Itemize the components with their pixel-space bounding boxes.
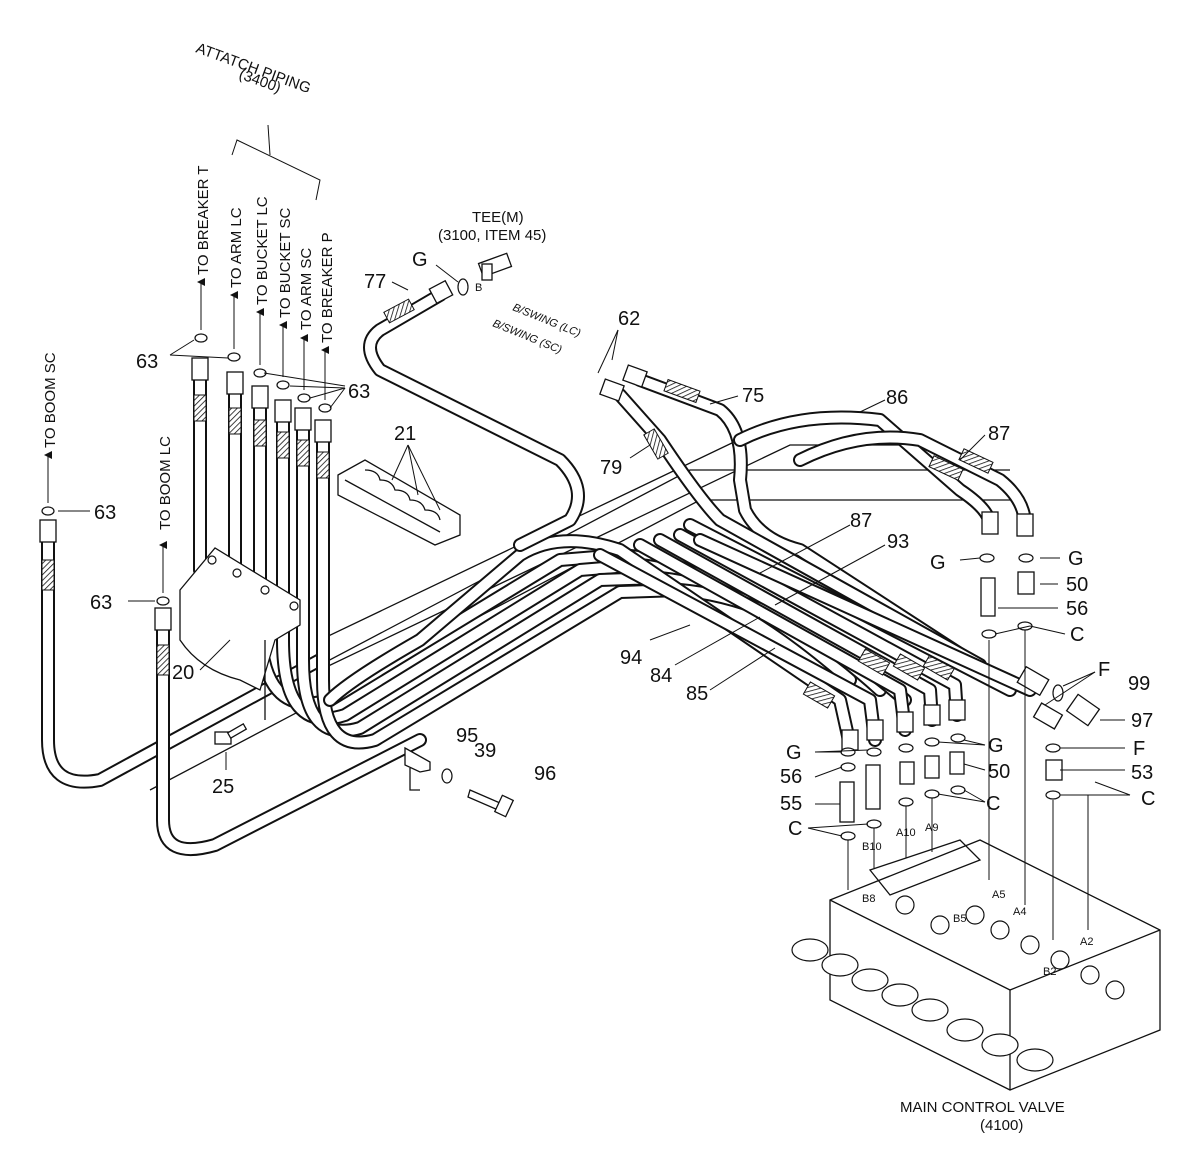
callout-55: 55 [780,793,802,815]
dest-bucket-lc: TO BUCKET LC [254,196,271,305]
mcv-ports [895,895,1125,1000]
callout-21: 21 [394,423,416,445]
callout-75: 75 [742,385,764,407]
callout-c-right: C [1070,624,1084,646]
port-labels: A10 A9 B10 B8 A5 B5 A4 A2 B2 [862,822,1093,978]
callout-c-mid-left: C [788,818,802,840]
bolt-96 [467,789,515,818]
callout-56-upper: 56 [1066,598,1088,620]
callout-39: 39 [474,740,496,762]
callout-85: 85 [686,683,708,705]
callout-96: 96 [534,763,556,785]
callout-g-left: G [930,552,946,574]
hose-group-lower [323,528,966,752]
bracket-20 [179,547,301,720]
callout-97: 97 [1131,710,1153,732]
callout-63-boom-sc: 63 [94,502,116,524]
main-control-valve [791,630,1161,1091]
callout-87-lower: 87 [850,510,872,532]
mcv-code: (4100) [980,1117,1023,1134]
callout-94: 94 [620,647,642,669]
o-rings-63 [41,333,332,606]
callout-g-tee: G [412,249,428,271]
port-a4: A4 [1013,906,1026,918]
hose-boom-lc [154,607,427,857]
port-a9: A9 [925,822,938,834]
port-a10: A10 [896,827,916,839]
callout-g-right: G [1068,548,1084,570]
attach-piping-bracket [231,124,321,201]
callout-84: 84 [650,665,672,687]
hose-77 [363,279,585,552]
tee-label: TEE(M) [472,209,524,226]
port-b2: B2 [1043,966,1056,978]
tee-ref: (3100, ITEM 45) [438,227,546,244]
callout-53: 53 [1131,762,1153,784]
callout-86: 86 [886,387,908,409]
port-a2: A2 [1080,936,1093,948]
hose-86-87 [683,410,1037,697]
callout-c-lower: C [1141,788,1155,810]
clamp-21 [337,459,461,546]
callout-77: 77 [364,271,386,293]
callout-50-upper: 50 [1066,574,1088,596]
callout-87-upper: 87 [988,423,1010,445]
port-b10: B10 [862,841,882,853]
washer-39 [441,768,453,784]
callout-20: 20 [172,662,194,684]
callout-50-mid: 50 [988,761,1010,783]
callout-f-lower: F [1133,738,1145,760]
swing-labels: B/SWING (LC) B/SWING (SC) [491,302,583,357]
callout-labels: 63 63 63 63 21 20 25 77 G 62 75 79 86 87… [90,249,1155,840]
destination-arrows [44,278,329,593]
hose-swing [599,364,1007,687]
dest-boom-sc: TO BOOM SC [42,352,59,448]
callout-g-mid-left: G [786,742,802,764]
callout-25: 25 [212,776,234,798]
pin-95 [404,746,431,791]
tee-port: B [475,282,482,294]
hose-boom-sc [39,519,327,789]
dest-breaker-p: TO BREAKER P [319,232,336,343]
dest-arm-sc: TO ARM SC [298,248,315,330]
port-b8: B8 [862,893,875,905]
dest-bucket-sc: TO BUCKET SC [277,208,294,318]
leader-lines [58,264,1131,837]
mcv-spool-ends [791,938,1054,1072]
callout-79: 79 [600,457,622,479]
attach-piping-label: ATTATCH PIPING [194,40,313,97]
dest-boom-lc: TO BOOM LC [157,436,174,530]
port-a5: A5 [992,889,1005,901]
callout-63-boom-lc: 63 [90,592,112,614]
dest-breaker-t: TO BREAKER T [195,166,212,275]
callout-63-right: 63 [348,381,370,403]
callout-56-mid: 56 [780,766,802,788]
callout-99: 99 [1128,673,1150,695]
port-b5: B5 [953,913,966,925]
callout-93: 93 [887,531,909,553]
callout-95: 95 [456,725,478,747]
bolt-25 [214,723,248,745]
tee-fitting [457,252,513,296]
dest-arm-lc: TO ARM LC [228,207,245,288]
mcv-label: MAIN CONTROL VALVE [900,1099,1065,1116]
callout-g-mid: G [988,735,1004,757]
callout-62: 62 [618,308,640,330]
destination-labels: TO BREAKER T TO ARM LC TO BUCKET LC TO B… [42,166,336,530]
callout-c-mid: C [986,793,1000,815]
callout-63-left: 63 [136,351,158,373]
callout-f-upper: F [1098,659,1110,681]
